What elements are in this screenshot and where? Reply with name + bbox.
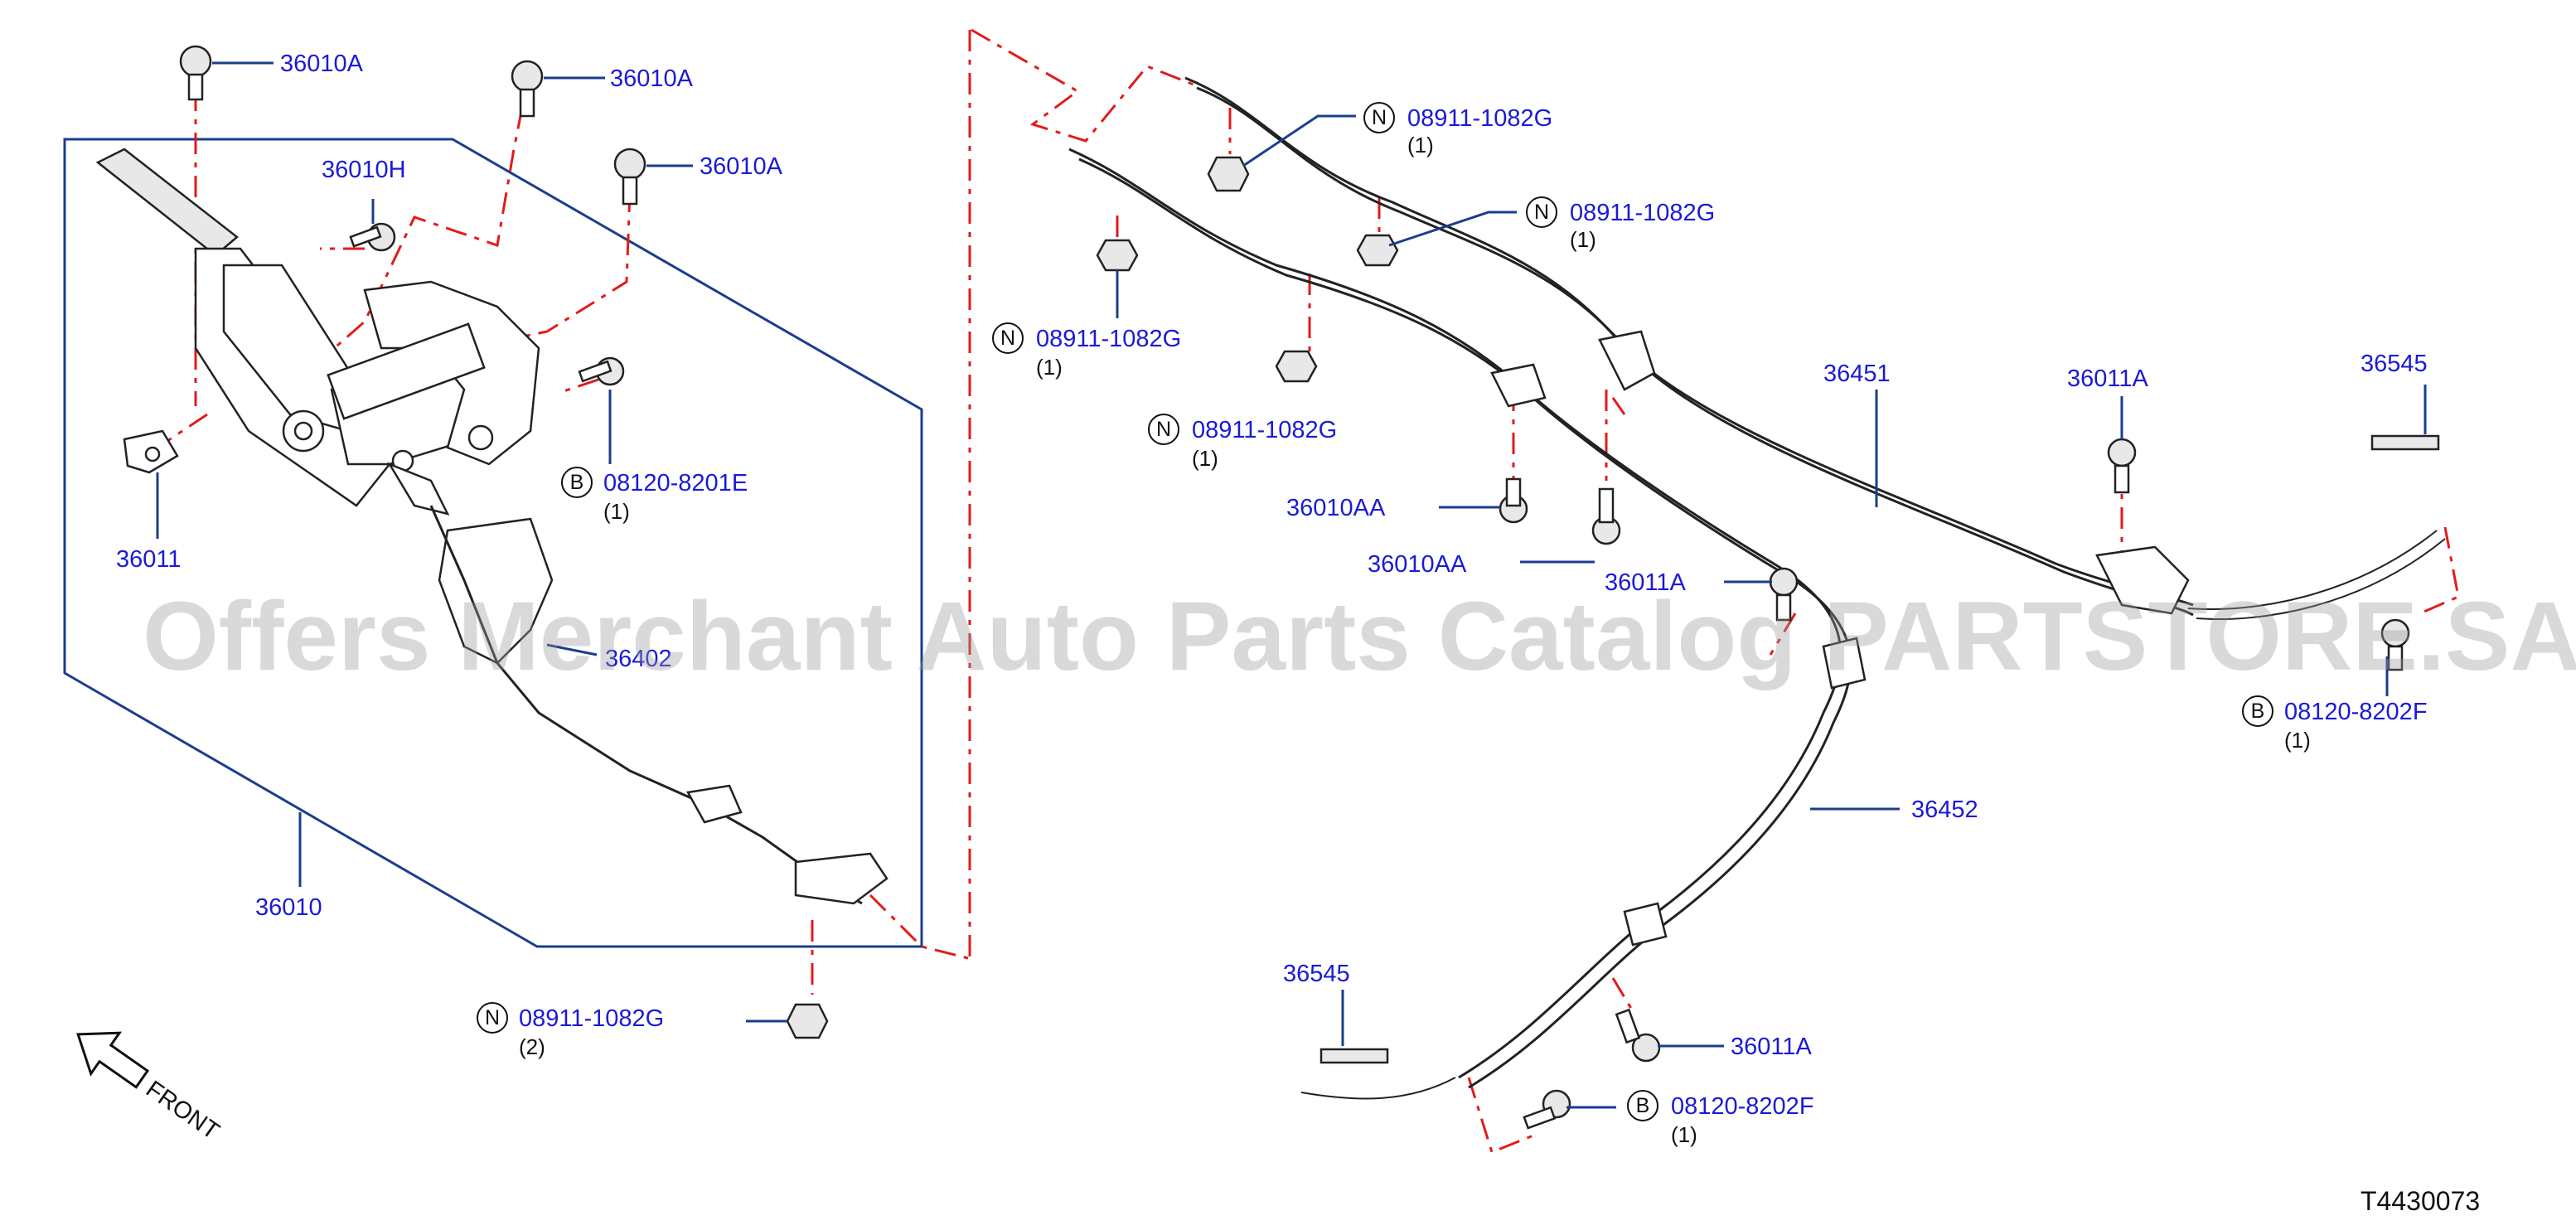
part-label-bolt[interactable]: 36010A bbox=[610, 65, 694, 92]
callout-nut-1[interactable]: N 08911-1082G (1) bbox=[1363, 102, 1552, 157]
part-label-cable-rh[interactable]: 36451 bbox=[1823, 361, 1891, 387]
part-label-bolt[interactable]: 36010AA bbox=[1286, 495, 1386, 521]
nut-icon bbox=[1096, 239, 1139, 272]
bolt-icon bbox=[578, 356, 625, 386]
part-label-bolt[interactable]: 36011A bbox=[2067, 366, 2148, 392]
callout-nut-4[interactable]: N 08911-1082G (1) bbox=[1148, 414, 1337, 471]
front-label: FRONT bbox=[141, 1076, 224, 1145]
callout-nut-2[interactable]: N 08911-1082G (1) bbox=[1526, 196, 1715, 252]
nut-icon bbox=[786, 1003, 829, 1039]
diagram-code: T4430073 bbox=[2361, 1186, 2480, 1216]
callout-quantity: (1) bbox=[2284, 728, 2311, 753]
callout-quantity: (2) bbox=[519, 1034, 545, 1059]
callout-part-number[interactable]: 08911-1082G bbox=[1192, 417, 1337, 443]
part-label-bolt[interactable]: 36010A bbox=[700, 153, 783, 180]
callout-part-number[interactable]: 08120-8202F bbox=[1671, 1093, 1814, 1120]
cable-rh bbox=[1184, 76, 2446, 620]
callout-symbol: N bbox=[1156, 418, 1171, 441]
bolt-icon bbox=[613, 148, 646, 206]
part-label-cable-lh[interactable]: 36452 bbox=[1911, 797, 1978, 823]
callout-part-number[interactable]: 08911-1082G bbox=[1036, 326, 1181, 352]
part-label-bolt[interactable]: 36011A bbox=[1731, 1034, 1812, 1060]
cable-lh bbox=[1068, 148, 1867, 1100]
front-arrow-icon: FRONT bbox=[76, 1031, 224, 1145]
bolt-icon bbox=[349, 222, 396, 252]
callout-symbol: N bbox=[1534, 201, 1549, 224]
part-label-bolt[interactable]: 36010AA bbox=[1368, 551, 1467, 578]
callout-bolt-b[interactable]: B 08120-8201E (1) bbox=[561, 467, 748, 524]
callout-part-number[interactable]: 08120-8201E bbox=[603, 470, 748, 496]
callout-quantity: (1) bbox=[1570, 227, 1596, 252]
part-label-spring[interactable]: 36545 bbox=[2361, 351, 2428, 377]
bolt-icon bbox=[511, 60, 544, 118]
callout-bolt-b-rh[interactable]: B 08120-8202F (1) bbox=[2242, 695, 2428, 753]
part-label-lever-assembly[interactable]: 36010 bbox=[255, 894, 322, 921]
callout-symbol: N bbox=[485, 1006, 500, 1029]
assembly-boundary bbox=[63, 138, 923, 948]
callout-nut-bottom[interactable]: N 08911-1082G (2) bbox=[477, 1002, 664, 1059]
bolt-icon bbox=[1591, 487, 1621, 545]
callout-quantity: (1) bbox=[1036, 355, 1063, 380]
callout-symbol: B bbox=[1636, 1094, 1650, 1117]
bracket-part bbox=[123, 429, 179, 474]
part-label-spring[interactable]: 36545 bbox=[1283, 961, 1350, 987]
nut-icon bbox=[1275, 350, 1318, 383]
leader-lines-right bbox=[1116, 114, 2427, 1109]
callout-symbol: B bbox=[570, 471, 584, 494]
spring-icon bbox=[2370, 434, 2440, 451]
callout-symbol: B bbox=[2251, 700, 2265, 723]
bolt-icon bbox=[1615, 1008, 1661, 1063]
part-label-bolt[interactable]: 36010A bbox=[280, 51, 364, 77]
part-label-front-cable[interactable]: 36402 bbox=[605, 646, 672, 672]
bolt-icon bbox=[179, 45, 212, 101]
callout-symbol: N bbox=[1372, 106, 1387, 129]
spring-icon bbox=[1319, 1048, 1389, 1064]
callout-quantity: (1) bbox=[603, 499, 630, 524]
callout-quantity: (1) bbox=[1671, 1122, 1697, 1147]
nut-icon bbox=[1356, 234, 1399, 267]
part-label-bolt[interactable]: 36011A bbox=[1605, 569, 1686, 596]
callout-part-number[interactable]: 08911-1082G bbox=[1570, 200, 1715, 226]
part-label-bracket[interactable]: 36011 bbox=[116, 546, 182, 573]
callout-part-number[interactable]: 08911-1082G bbox=[519, 1005, 664, 1032]
front-cable bbox=[429, 505, 889, 905]
callout-quantity: (1) bbox=[1192, 446, 1218, 471]
bolt-icon bbox=[1523, 1089, 1571, 1130]
callout-quantity: (1) bbox=[1407, 133, 1434, 157]
part-label-bolt[interactable]: 36010H bbox=[322, 157, 406, 183]
bolt-icon bbox=[2380, 618, 2410, 671]
bolt-icon bbox=[2107, 438, 2137, 494]
center-lines-left bbox=[157, 28, 1194, 995]
callout-symbol: N bbox=[1000, 327, 1015, 350]
callout-part-number[interactable]: 08911-1082G bbox=[1407, 105, 1552, 132]
watermark: Offers Merchant Auto Parts Catalog PARTS… bbox=[143, 582, 2576, 691]
callout-bolt-b-lh[interactable]: B 08120-8202F (1) bbox=[1627, 1090, 1814, 1147]
callout-part-number[interactable]: 08120-8202F bbox=[2284, 699, 2428, 725]
callout-nut-3[interactable]: N 08911-1082G (1) bbox=[992, 322, 1181, 380]
nut-icon bbox=[1207, 156, 1250, 192]
leader-lines-left bbox=[156, 61, 787, 1023]
bolt-icon bbox=[1499, 477, 1528, 524]
parking-brake-lever bbox=[95, 148, 540, 516]
